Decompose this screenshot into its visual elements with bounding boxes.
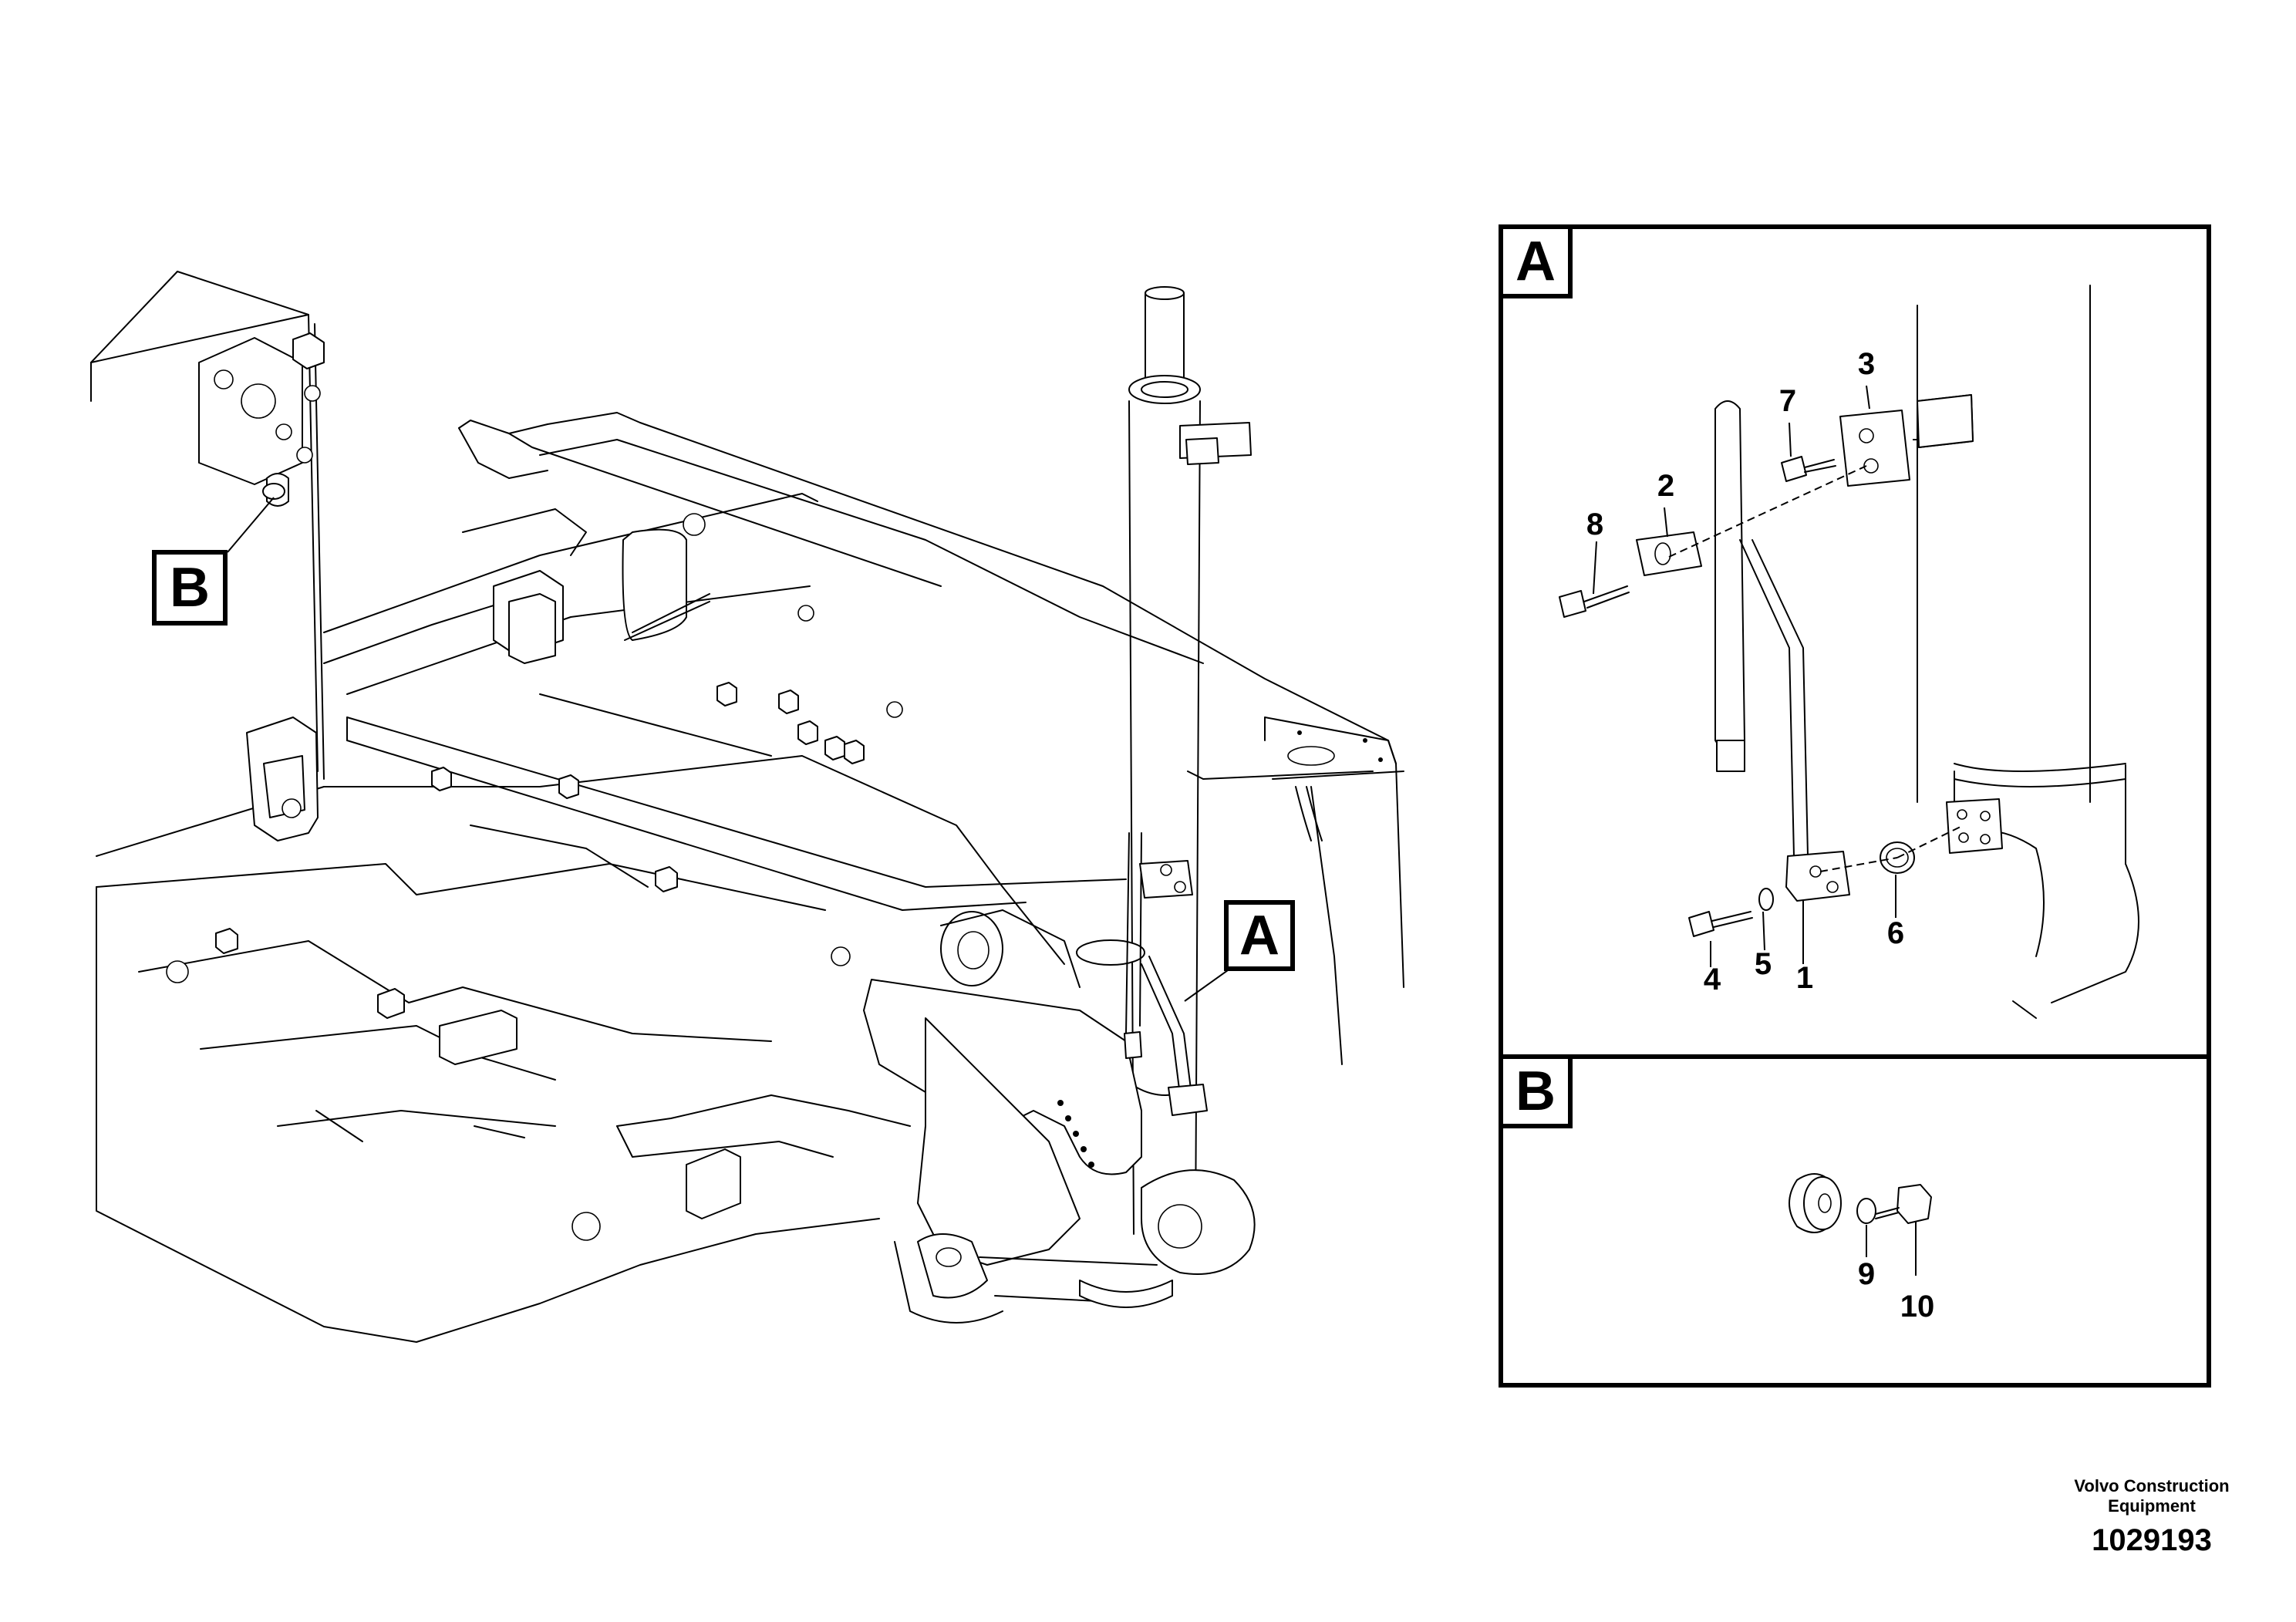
item-8-label: 8 bbox=[1586, 508, 1603, 541]
footer: Volvo Construction Equipment 1029193 bbox=[2074, 1476, 2229, 1557]
hose-pipe-main bbox=[1124, 786, 1323, 1116]
brand-line-1: Volvo Construction bbox=[2074, 1476, 2229, 1496]
item-6-label: 6 bbox=[1887, 916, 1904, 950]
item-1-label: 1 bbox=[1796, 961, 1813, 995]
item-9-label: 9 bbox=[1858, 1257, 1875, 1291]
rear-housing bbox=[90, 271, 325, 780]
item-10-label: 10 bbox=[1900, 1290, 1935, 1324]
lower-frame bbox=[96, 755, 1065, 1343]
item-2-label: 2 bbox=[1657, 469, 1674, 503]
callout-b: B bbox=[152, 483, 285, 626]
frame-right-side bbox=[1187, 717, 1404, 1065]
center-beam bbox=[346, 593, 1127, 911]
callout-a: A bbox=[1184, 900, 1295, 1002]
drawing-number: 1029193 bbox=[2092, 1523, 2212, 1557]
detail-b-panel: B 9 10 bbox=[1499, 1054, 2211, 1388]
upper-frame bbox=[323, 412, 1397, 764]
main-assembly-view: A B bbox=[90, 271, 1404, 1343]
item-4-label: 4 bbox=[1704, 963, 1721, 996]
detail-a-panel: A bbox=[1499, 224, 2211, 1059]
item-7-label: 7 bbox=[1779, 384, 1796, 418]
item-3-label: 3 bbox=[1858, 347, 1875, 381]
detail-b-title: B bbox=[1515, 1061, 1556, 1122]
item-5-label: 5 bbox=[1755, 947, 1772, 981]
callout-a-label: A bbox=[1239, 905, 1279, 966]
callout-b-label: B bbox=[170, 557, 210, 619]
brand-line-2: Equipment bbox=[2108, 1496, 2196, 1516]
detail-a-title: A bbox=[1515, 231, 1556, 292]
swing-bracket bbox=[863, 909, 1256, 1324]
side-bracket bbox=[246, 717, 319, 841]
